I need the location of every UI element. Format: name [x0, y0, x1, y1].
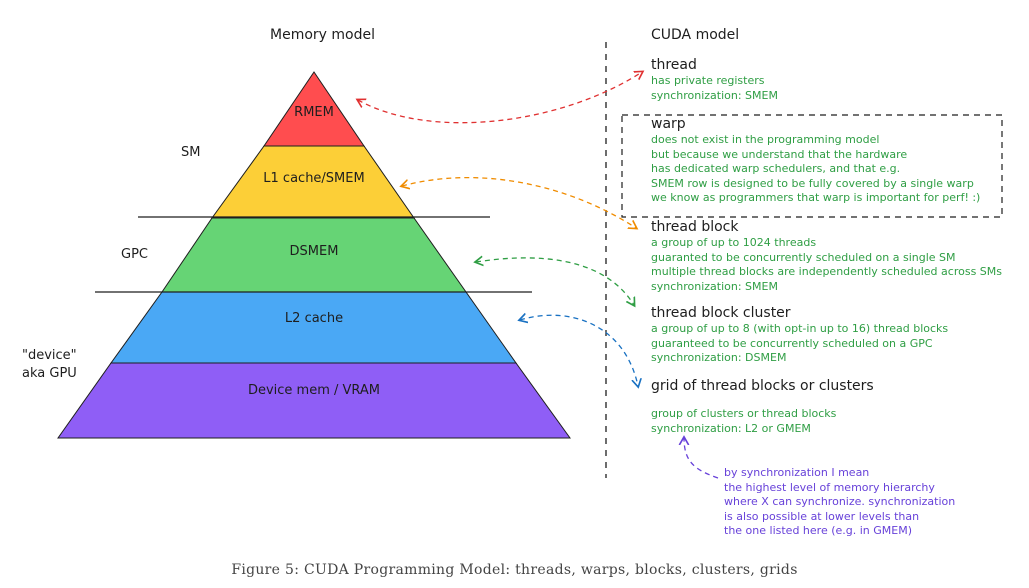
- layer-label-l1-cache: L1 cache/SMEM: [263, 171, 365, 186]
- entry-line: has dedicated warp schedulers, and that …: [651, 162, 901, 175]
- entry-grid: grid of thread blocks or clusters: [651, 378, 874, 395]
- sm-label: SM: [181, 145, 201, 160]
- note-line: where X can synchronize. synchronization: [724, 495, 956, 508]
- entry-title: thread block cluster: [651, 305, 791, 321]
- note-line: the one listed here (e.g. in GMEM): [724, 524, 913, 537]
- entry-line: group of clusters or thread blocks: [651, 407, 837, 420]
- arrow-l1-thread-block: [402, 177, 636, 228]
- layer-label-rmem: RMEM: [294, 105, 334, 120]
- figure-caption: Figure 5: CUDA Programming Model: thread…: [231, 562, 798, 578]
- entry-line: multiple thread blocks are independently…: [651, 265, 1003, 278]
- entry-line: a group of up to 1024 threads: [651, 236, 817, 249]
- entry-line: has private registers: [651, 74, 765, 87]
- synchronization-note: by synchronization I mean the highest le…: [724, 466, 955, 539]
- note-line: is also possible at lower levels than: [724, 509, 920, 523]
- note-line: by synchronization I mean: [724, 466, 870, 479]
- entry-title: warp: [651, 116, 686, 132]
- entry-warp: warp does not exist in the programming m…: [651, 116, 980, 206]
- layer-label-l2-cache: L2 cache: [284, 311, 344, 326]
- layer-label-device-mem: Device mem / VRAM: [247, 383, 381, 398]
- entry-line: synchronization: DSMEM: [651, 351, 787, 364]
- entry-thread: thread has private registers synchroniza…: [651, 57, 778, 103]
- layer-label-dsmem: DSMEM: [289, 244, 339, 259]
- entry-line: SMEM row is designed to be fully covered…: [651, 176, 974, 190]
- entry-line: guaranted to be concurrently scheduled o…: [651, 250, 956, 264]
- entry-line: but because we understand that the hardw…: [651, 147, 908, 161]
- device-label-line1: "device": [22, 348, 77, 363]
- entry-grid-details: group of clusters or thread blocks synch…: [651, 407, 836, 436]
- entry-line: synchronization: SMEM: [651, 88, 778, 102]
- arrow-l2-grid: [520, 315, 638, 386]
- entry-thread-block-cluster: thread block cluster a group of up to 8 …: [651, 305, 948, 366]
- device-label-line2: aka GPU: [22, 366, 77, 381]
- entry-title: thread: [651, 57, 697, 73]
- warp-box: [621, 114, 1003, 218]
- note-line: the highest level of memory hierarchy: [724, 480, 935, 494]
- pyramid-layer-l2-cache: [110, 291, 517, 364]
- entry-thread-block: thread block a group of up to 1024 threa…: [651, 219, 1002, 294]
- memory-model-header: Memory model: [270, 27, 375, 43]
- arrow-note-grid: [684, 438, 719, 479]
- cuda-model-header: CUDA model: [651, 27, 740, 43]
- entry-line: does not exist in the programming model: [651, 133, 880, 146]
- pyramid-layer-device-mem: [57, 362, 571, 439]
- entry-line: synchronization: SMEM: [651, 279, 778, 293]
- arrow-dsmem-cluster: [476, 258, 634, 305]
- entry-line: synchronization: L2 or GMEM: [651, 421, 811, 435]
- gpc-label: GPC: [121, 247, 148, 262]
- entry-line: a group of up to 8 (with opt-in up to 16…: [651, 322, 949, 335]
- entry-line: we know as programmers that warp is impo…: [651, 191, 981, 204]
- entry-title: grid of thread blocks or clusters: [651, 378, 874, 394]
- entry-line: guaranteed to be concurrently scheduled …: [651, 336, 933, 350]
- entry-title: thread block: [651, 219, 739, 235]
